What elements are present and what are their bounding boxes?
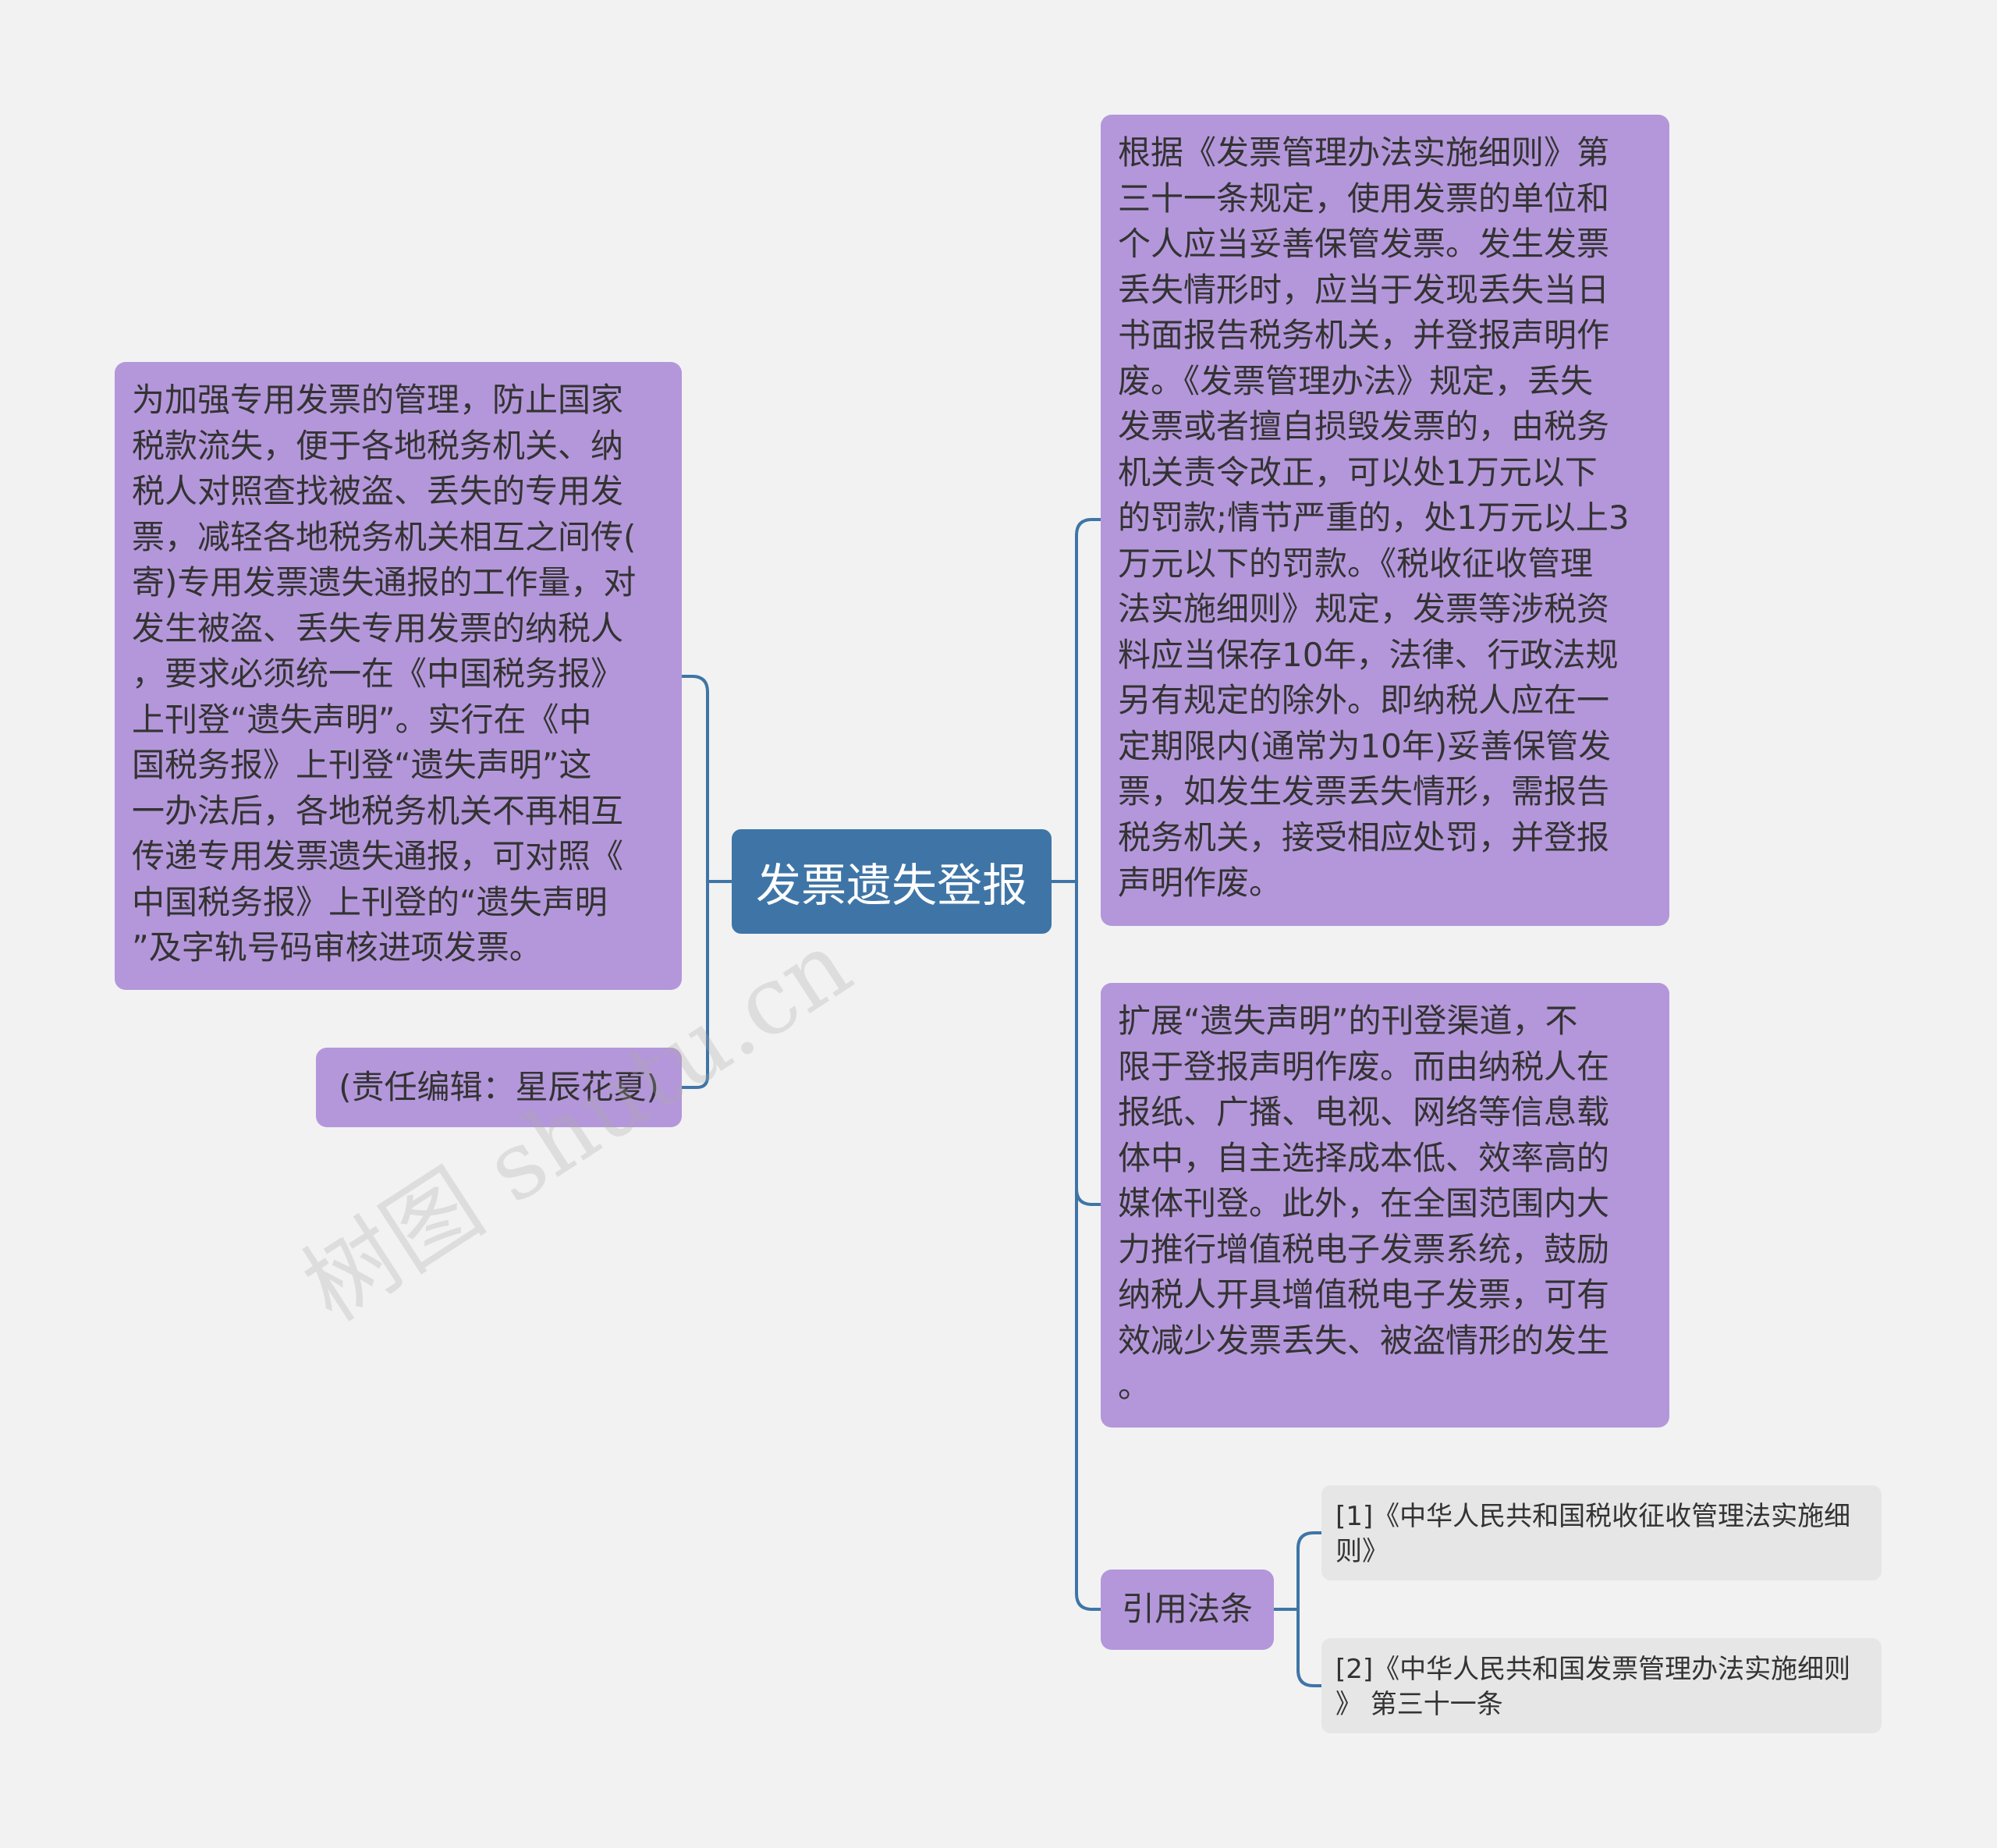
citation-reference-1[interactable]: [1]《中华人民共和国税收征收管理法实施细 则》 xyxy=(1321,1485,1882,1580)
central-topic[interactable]: 发票遗失登报 xyxy=(732,829,1052,934)
connector-left-intro xyxy=(680,675,709,693)
intro-topic[interactable]: 为加强专用发票的管理，防止国家 税款流失，便于各地税务机关、纳 税人对照查找被盗… xyxy=(115,362,682,990)
regulation-topic[interactable]: 根据《发票管理办法实施细则》第 三十一条规定，使用发票的单位和 个人应当妥善保管… xyxy=(1101,115,1669,926)
citation-reference-2[interactable]: [2]《中华人民共和国发票管理办法实施细则 》 第三十一条 xyxy=(1321,1638,1882,1733)
connector-left-editor xyxy=(680,1075,709,1089)
connector-right-cite xyxy=(1075,1592,1102,1611)
citations-topic[interactable]: 引用法条 xyxy=(1101,1570,1274,1650)
connector-ref-2 xyxy=(1296,1669,1323,1687)
connector-right-channel xyxy=(1075,1187,1102,1206)
publication-channel-topic[interactable]: 扩展“遗失声明”的刊登渠道，不 限于登报声明作废。而由纳税人在 报纸、广播、电视… xyxy=(1101,983,1669,1428)
connector-ref-1 xyxy=(1296,1531,1323,1550)
connector-right-rule xyxy=(1075,518,1102,537)
editor-credit-topic[interactable]: (责任编辑：星辰花夏) xyxy=(316,1048,682,1127)
